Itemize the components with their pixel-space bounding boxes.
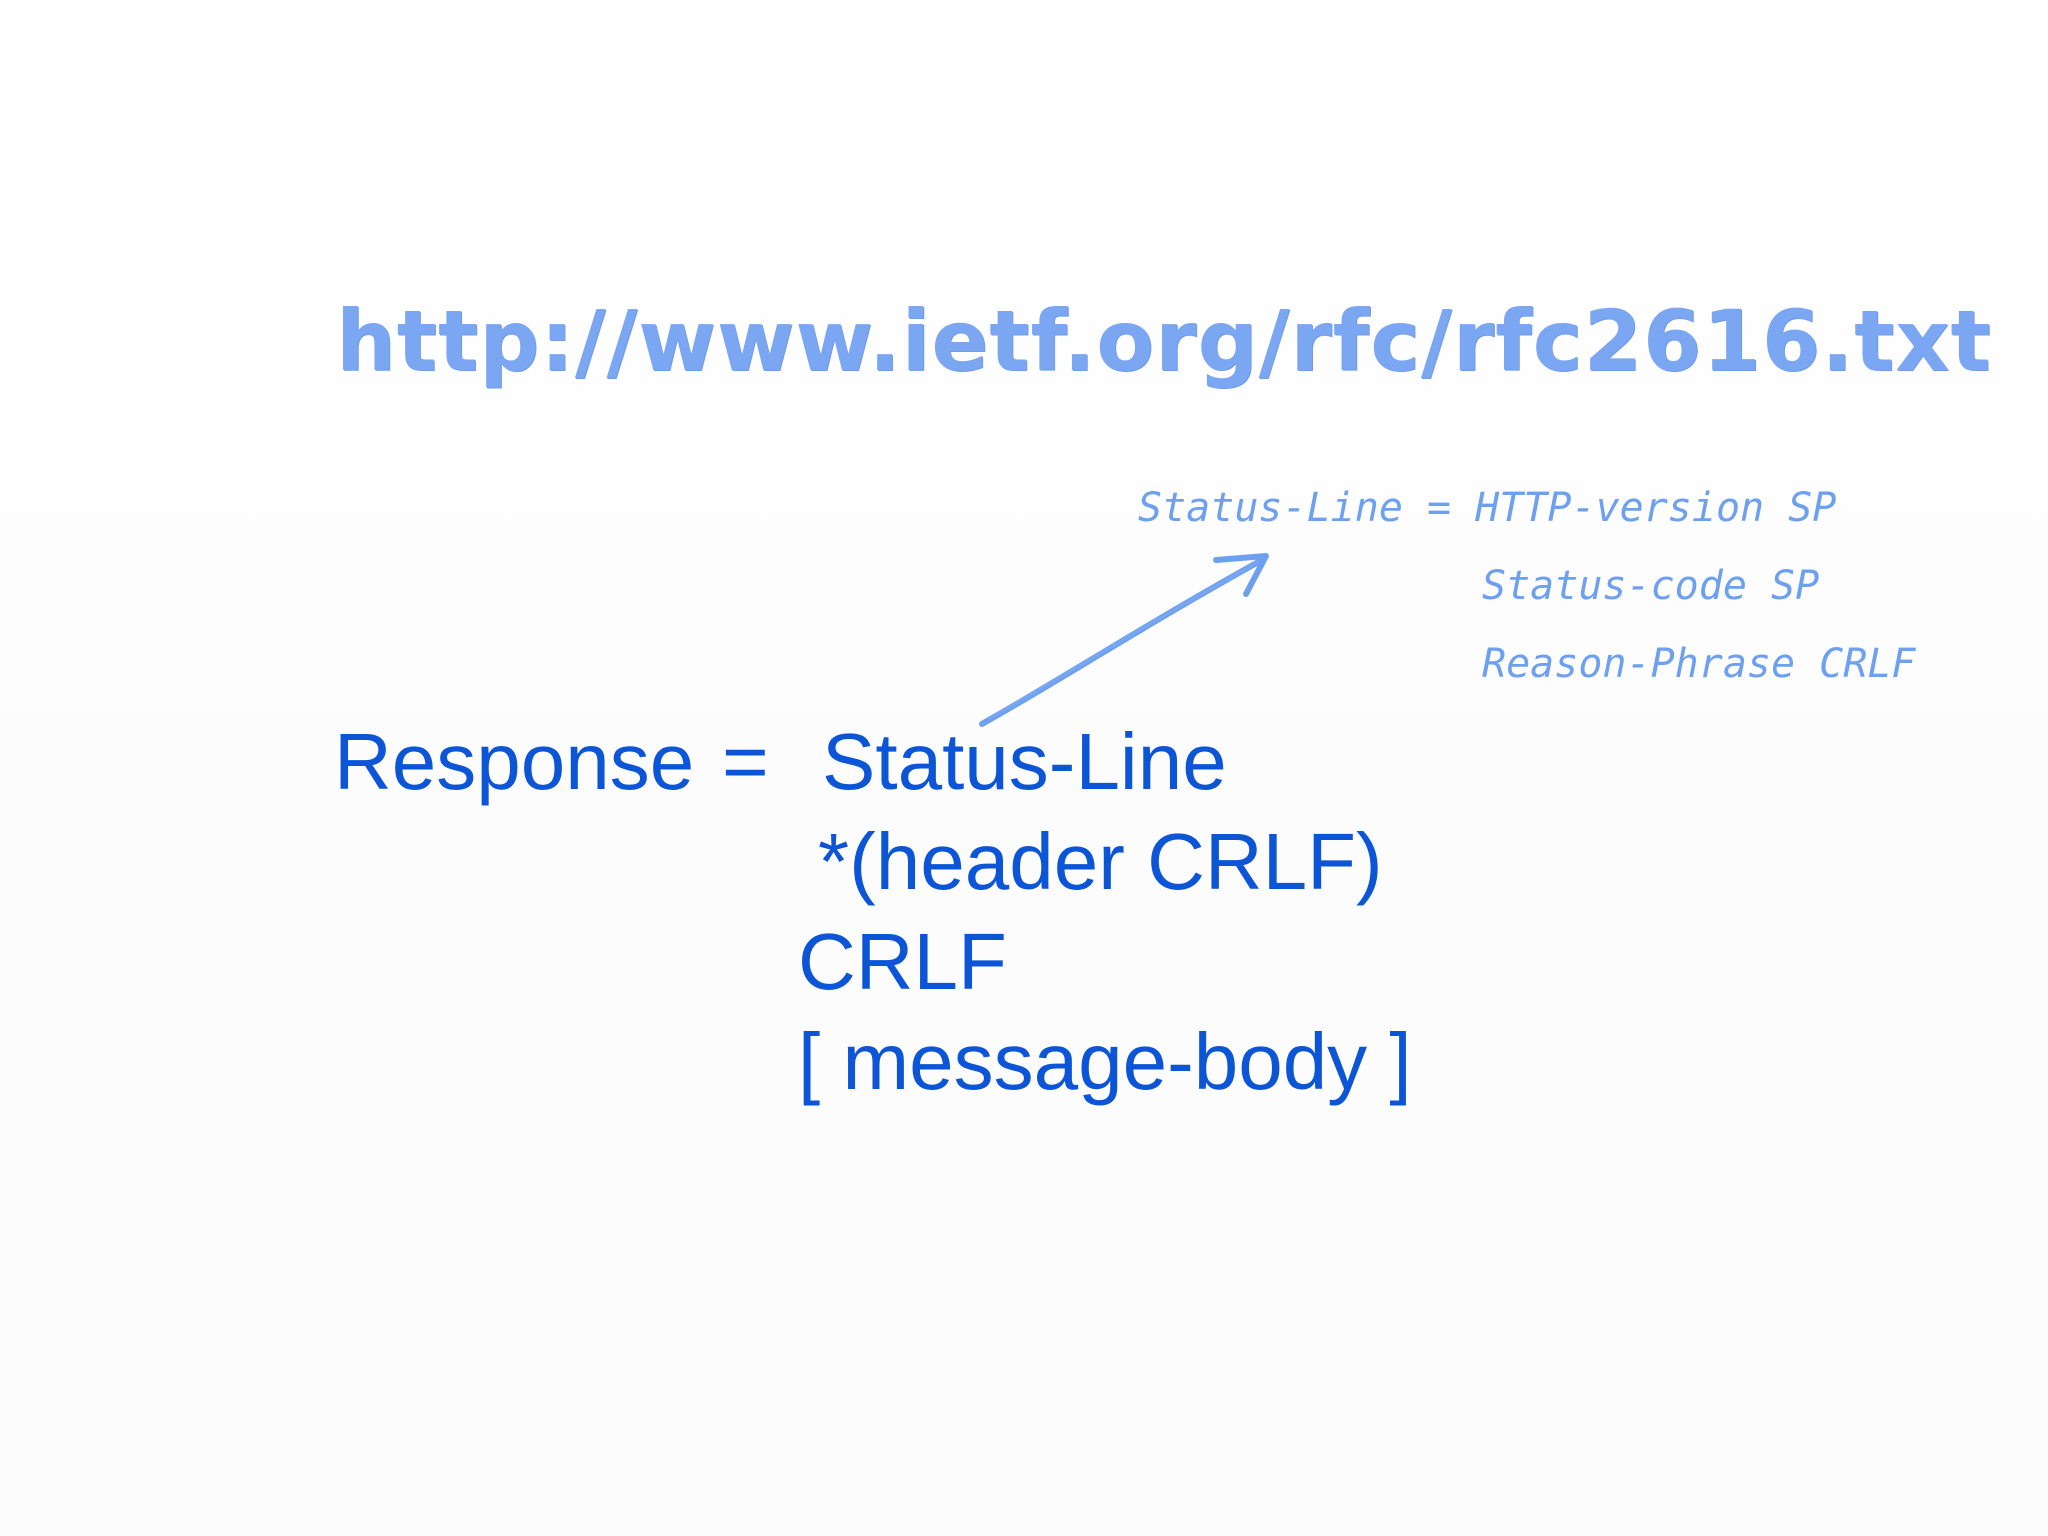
grammar-header-crlf: *(header CRLF) bbox=[818, 817, 1383, 906]
grammar-crlf: CRLF bbox=[798, 917, 1007, 1006]
grammar-status-line: Status-Line bbox=[822, 717, 1227, 806]
annotation-line-1: Status-Line = HTTP-version SP bbox=[1138, 485, 1837, 531]
grammar-equals: = bbox=[722, 717, 769, 806]
grammar-lhs: Response bbox=[334, 717, 695, 806]
annotation-line-3: Reason-Phrase CRLF bbox=[1482, 641, 1916, 687]
annotation-line-2: Status-code SP bbox=[1482, 563, 1820, 609]
grammar-message-body: [ message-body ] bbox=[798, 1017, 1412, 1106]
rfc-url-title: http://www.ietf.org/rfc/rfc2616.txt bbox=[336, 292, 1992, 390]
